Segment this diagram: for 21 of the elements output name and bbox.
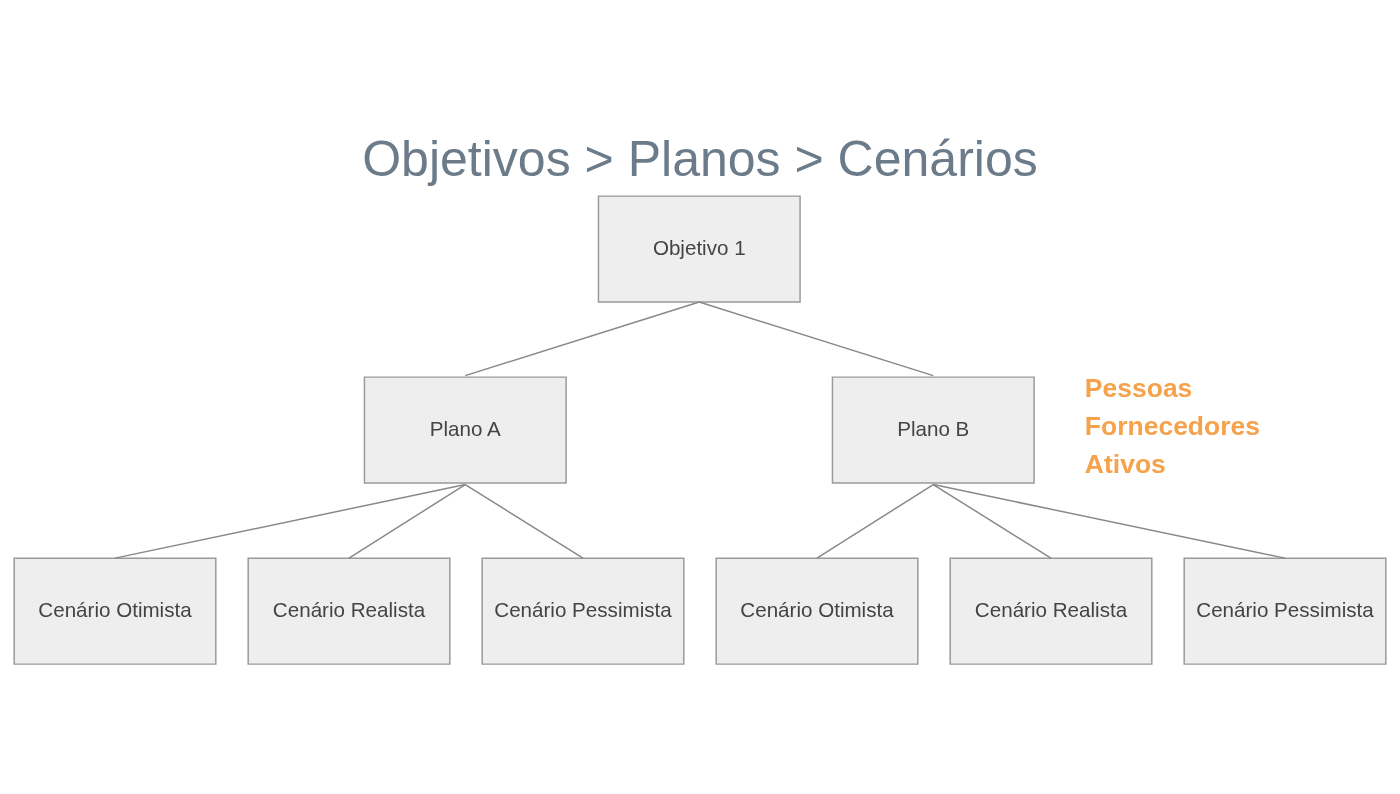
node-label: Fornecedores: [1084, 411, 1261, 442]
connector: [114, 483, 466, 559]
connector: [698, 301, 934, 377]
node-box: Cenário Realista: [949, 557, 1153, 665]
node-box: Plano A: [363, 376, 567, 484]
connector: [932, 483, 1286, 559]
connector: [464, 483, 584, 559]
connector: [816, 483, 934, 559]
diagram-title: Objetivos > Planos > Cenários: [362, 130, 1038, 187]
node-box: Objetivo 1: [597, 195, 801, 303]
node-box: Cenário Realista: [247, 557, 451, 665]
connector: [348, 483, 466, 559]
node-box: Plano B: [831, 376, 1035, 484]
node-box: Cenário Otimista: [715, 557, 919, 665]
node-box: Cenário Pessimista: [481, 557, 685, 665]
node-box: Cenário Otimista: [13, 557, 217, 665]
node-label: Pessoas: [1084, 372, 1193, 403]
node-label: Ativos: [1084, 449, 1166, 480]
connector: [932, 483, 1052, 559]
connector: [464, 301, 700, 377]
node-box: Cenário Pessimista: [1183, 557, 1387, 665]
